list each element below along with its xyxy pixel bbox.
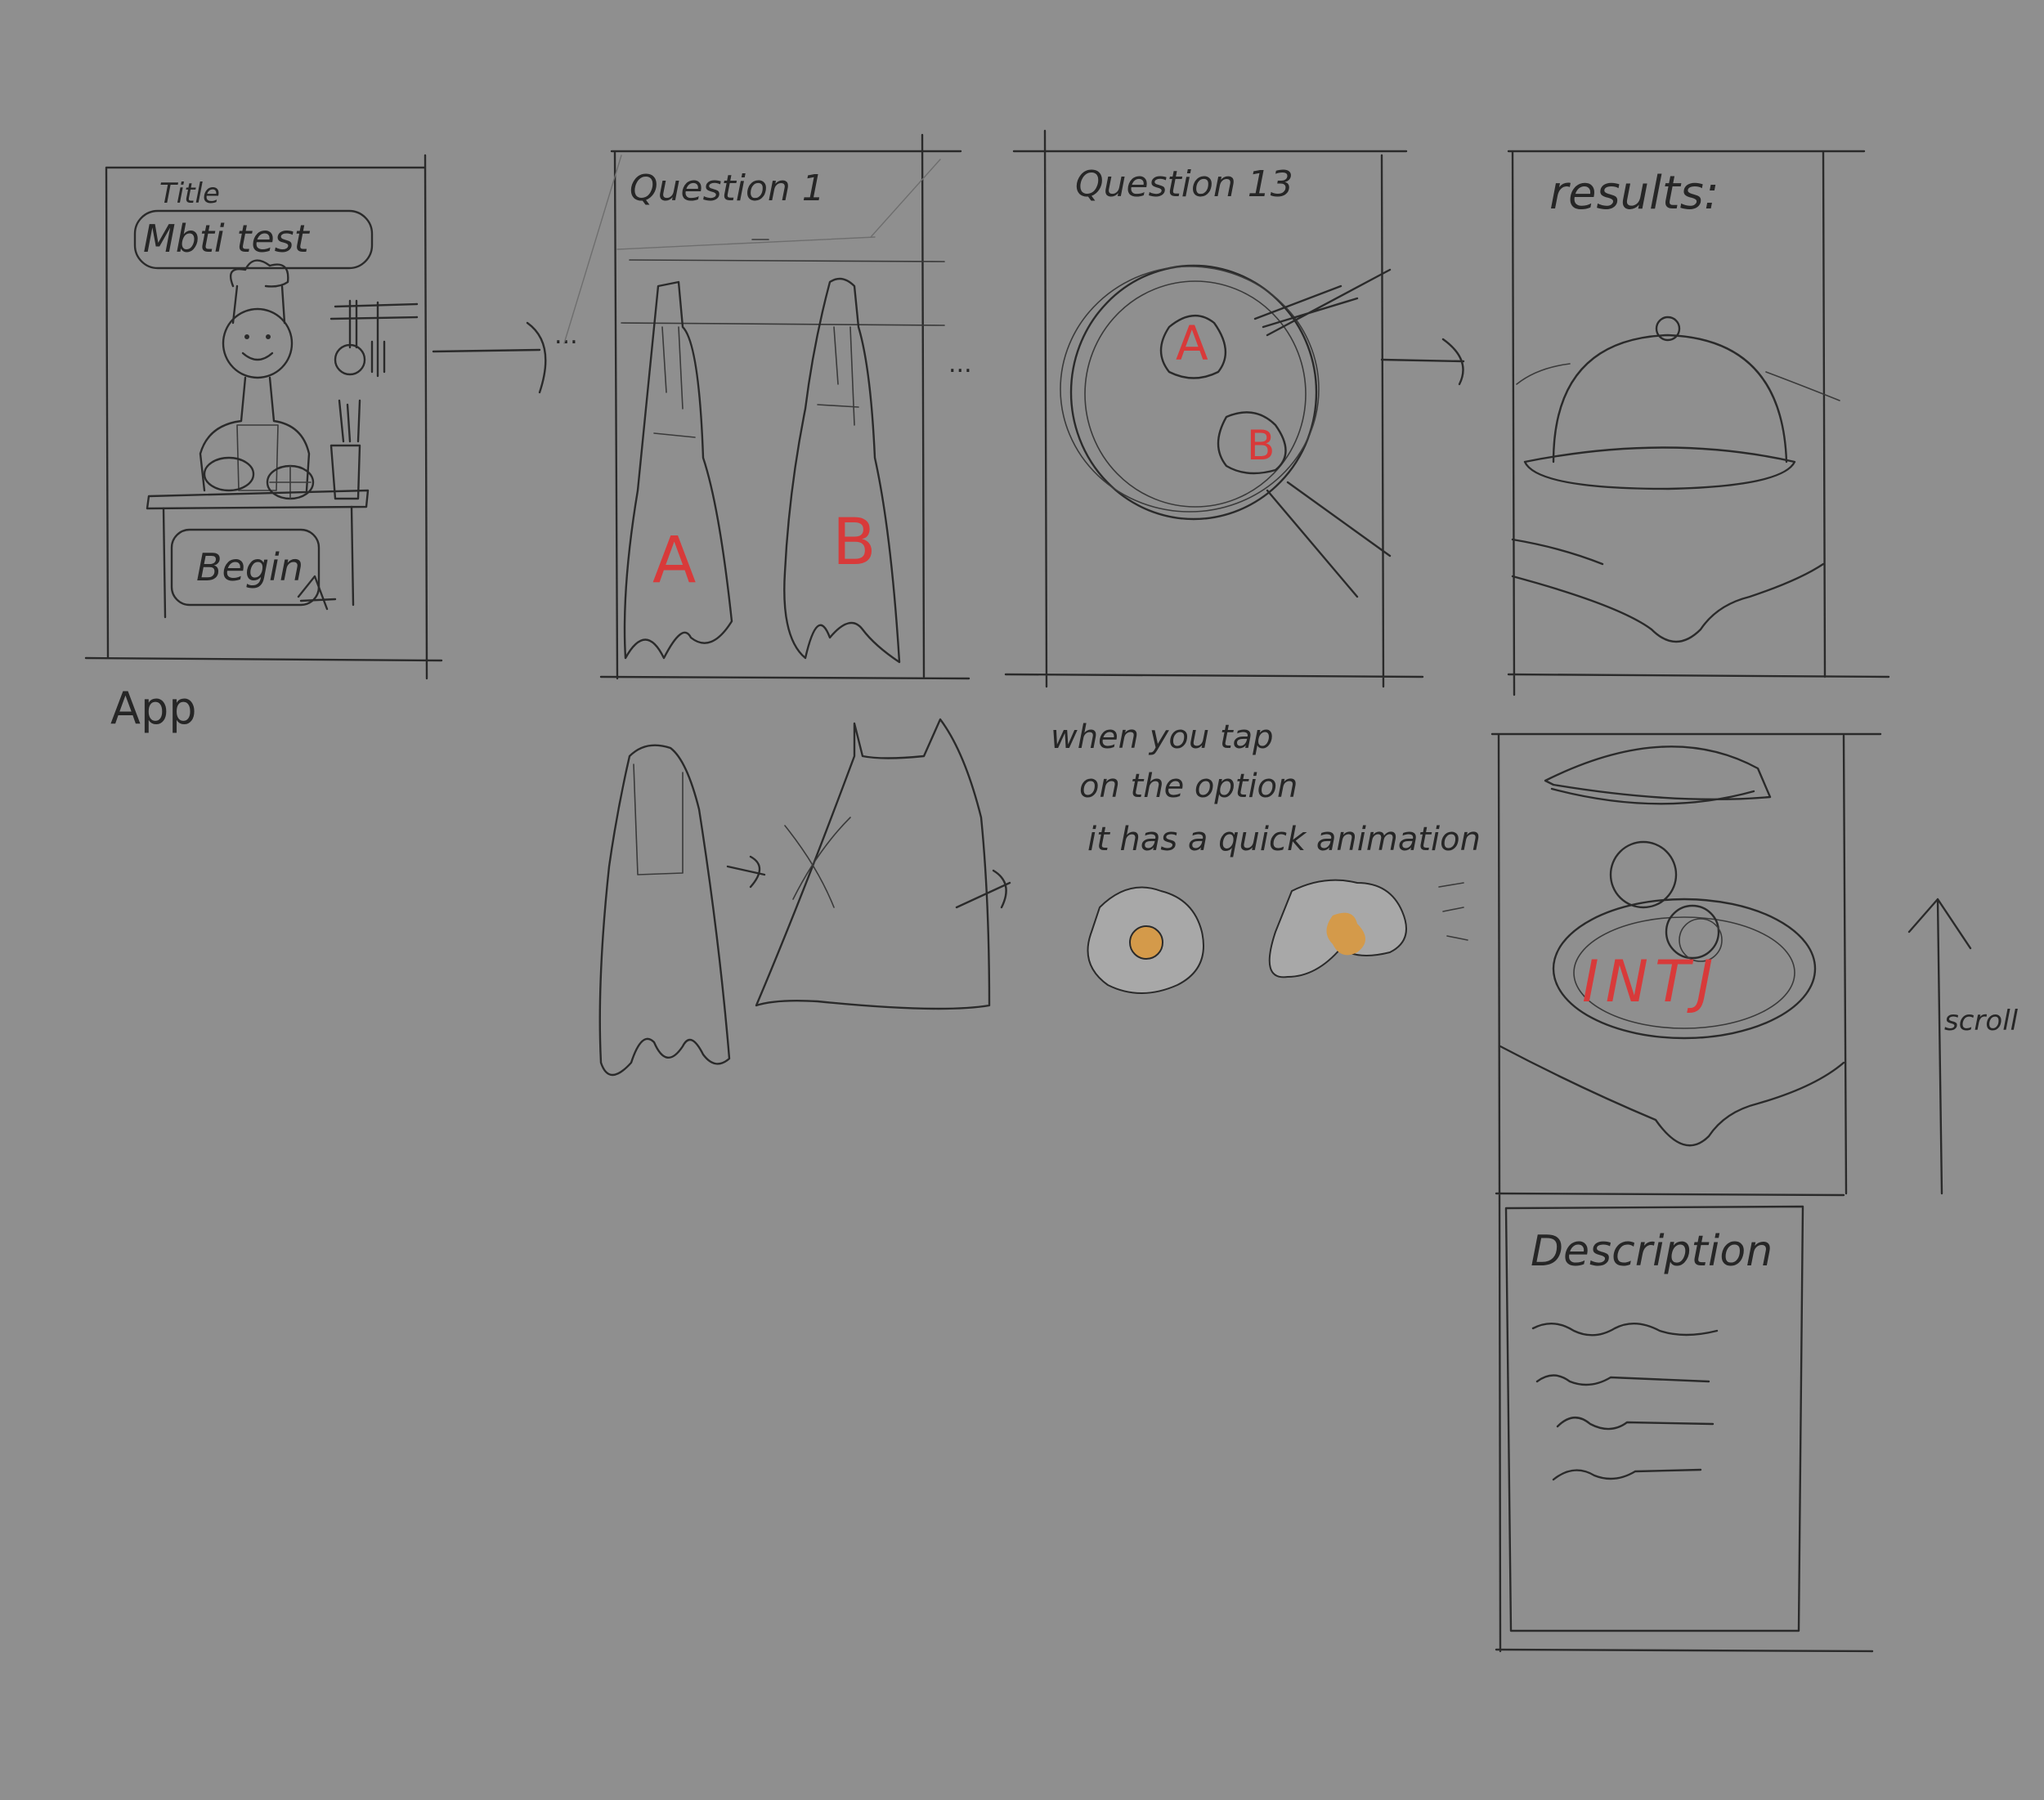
tap-note-line2: on the option <box>1079 768 1298 805</box>
table-edge <box>1511 538 1825 643</box>
results-frame <box>1507 150 1890 696</box>
title-screen-frame <box>84 154 443 680</box>
question-1-rails <box>621 239 945 326</box>
results-heading: results: <box>1549 167 1719 220</box>
description-text-line <box>1531 1323 1719 1337</box>
option-b-towel[interactable]: B <box>783 277 901 664</box>
question-1-heading: Question 1 <box>630 168 825 209</box>
cloche-icon <box>1516 316 1840 490</box>
pan-option-a-label: A <box>1176 316 1208 371</box>
lifted-cloche <box>1544 746 1772 801</box>
begin-button[interactable] <box>170 528 320 607</box>
scroll-label: scroll <box>1944 1005 2019 1037</box>
option-a-towel[interactable]: A <box>623 280 733 660</box>
ellipsis-2: ... <box>948 350 972 378</box>
fried-egg-icon[interactable]: B <box>1217 411 1287 475</box>
title-small-label: Title <box>159 177 220 210</box>
tap-note-line3: it has a quick animation <box>1087 821 1481 858</box>
tap-note-line1: when you tap <box>1051 719 1274 756</box>
question-1-frame <box>599 133 970 680</box>
arrow-icon <box>1380 338 1465 386</box>
question-1-screen: Question 1 A B ... <box>563 133 972 680</box>
fried-egg-icon <box>1087 886 1204 994</box>
broken-egg-icon <box>1268 879 1468 978</box>
animation-note: when you tap on the option it has a quic… <box>1051 719 1481 994</box>
utensils-icon <box>329 299 419 500</box>
title-screen: Title Mbti test Begin <box>84 154 443 734</box>
description-text-line <box>1552 1468 1702 1481</box>
arrow-icon <box>726 855 766 889</box>
app-title: Mbti test <box>143 217 311 261</box>
result-type: INTJ <box>1582 948 1719 1015</box>
results-screen: results: <box>1507 150 1890 696</box>
title-box <box>133 209 374 270</box>
pan-icon <box>1060 264 1392 598</box>
table-edge <box>1499 1045 1845 1147</box>
counter-sides <box>162 505 355 619</box>
tap-cursor-icon <box>297 575 337 611</box>
question-13-frame <box>1004 129 1424 688</box>
option-a-label: A <box>652 524 696 598</box>
lifted-cloche-rim <box>1550 787 1755 805</box>
description-text-line <box>1556 1417 1715 1431</box>
construction-lines <box>563 154 941 344</box>
results-long-frame <box>1490 732 1882 1653</box>
towel-animation-sketch <box>598 718 1011 1077</box>
question-13-screen: Question 13 A B <box>1004 129 1424 688</box>
description-heading: Description <box>1531 1227 1773 1276</box>
counter-top <box>146 489 370 510</box>
pan-option-b-label: B <box>1247 422 1275 469</box>
begin-button-label: Begin <box>196 545 303 589</box>
description-card <box>1504 1205 1804 1632</box>
arrow-icon <box>432 321 547 394</box>
description-text-line <box>1535 1374 1710 1386</box>
plate-icon: INTJ <box>1552 840 1817 1040</box>
app-caption: App <box>110 683 197 734</box>
question-13-heading: Question 13 <box>1075 163 1293 205</box>
chef-icon <box>199 259 315 500</box>
fried-egg-icon[interactable]: A <box>1159 314 1227 379</box>
results-scroll-screen: INTJ Description <box>1490 732 1882 1653</box>
arrow-icon <box>955 869 1011 909</box>
scroll-arrow-icon <box>1907 898 1972 1195</box>
option-b-label: B <box>832 506 876 580</box>
